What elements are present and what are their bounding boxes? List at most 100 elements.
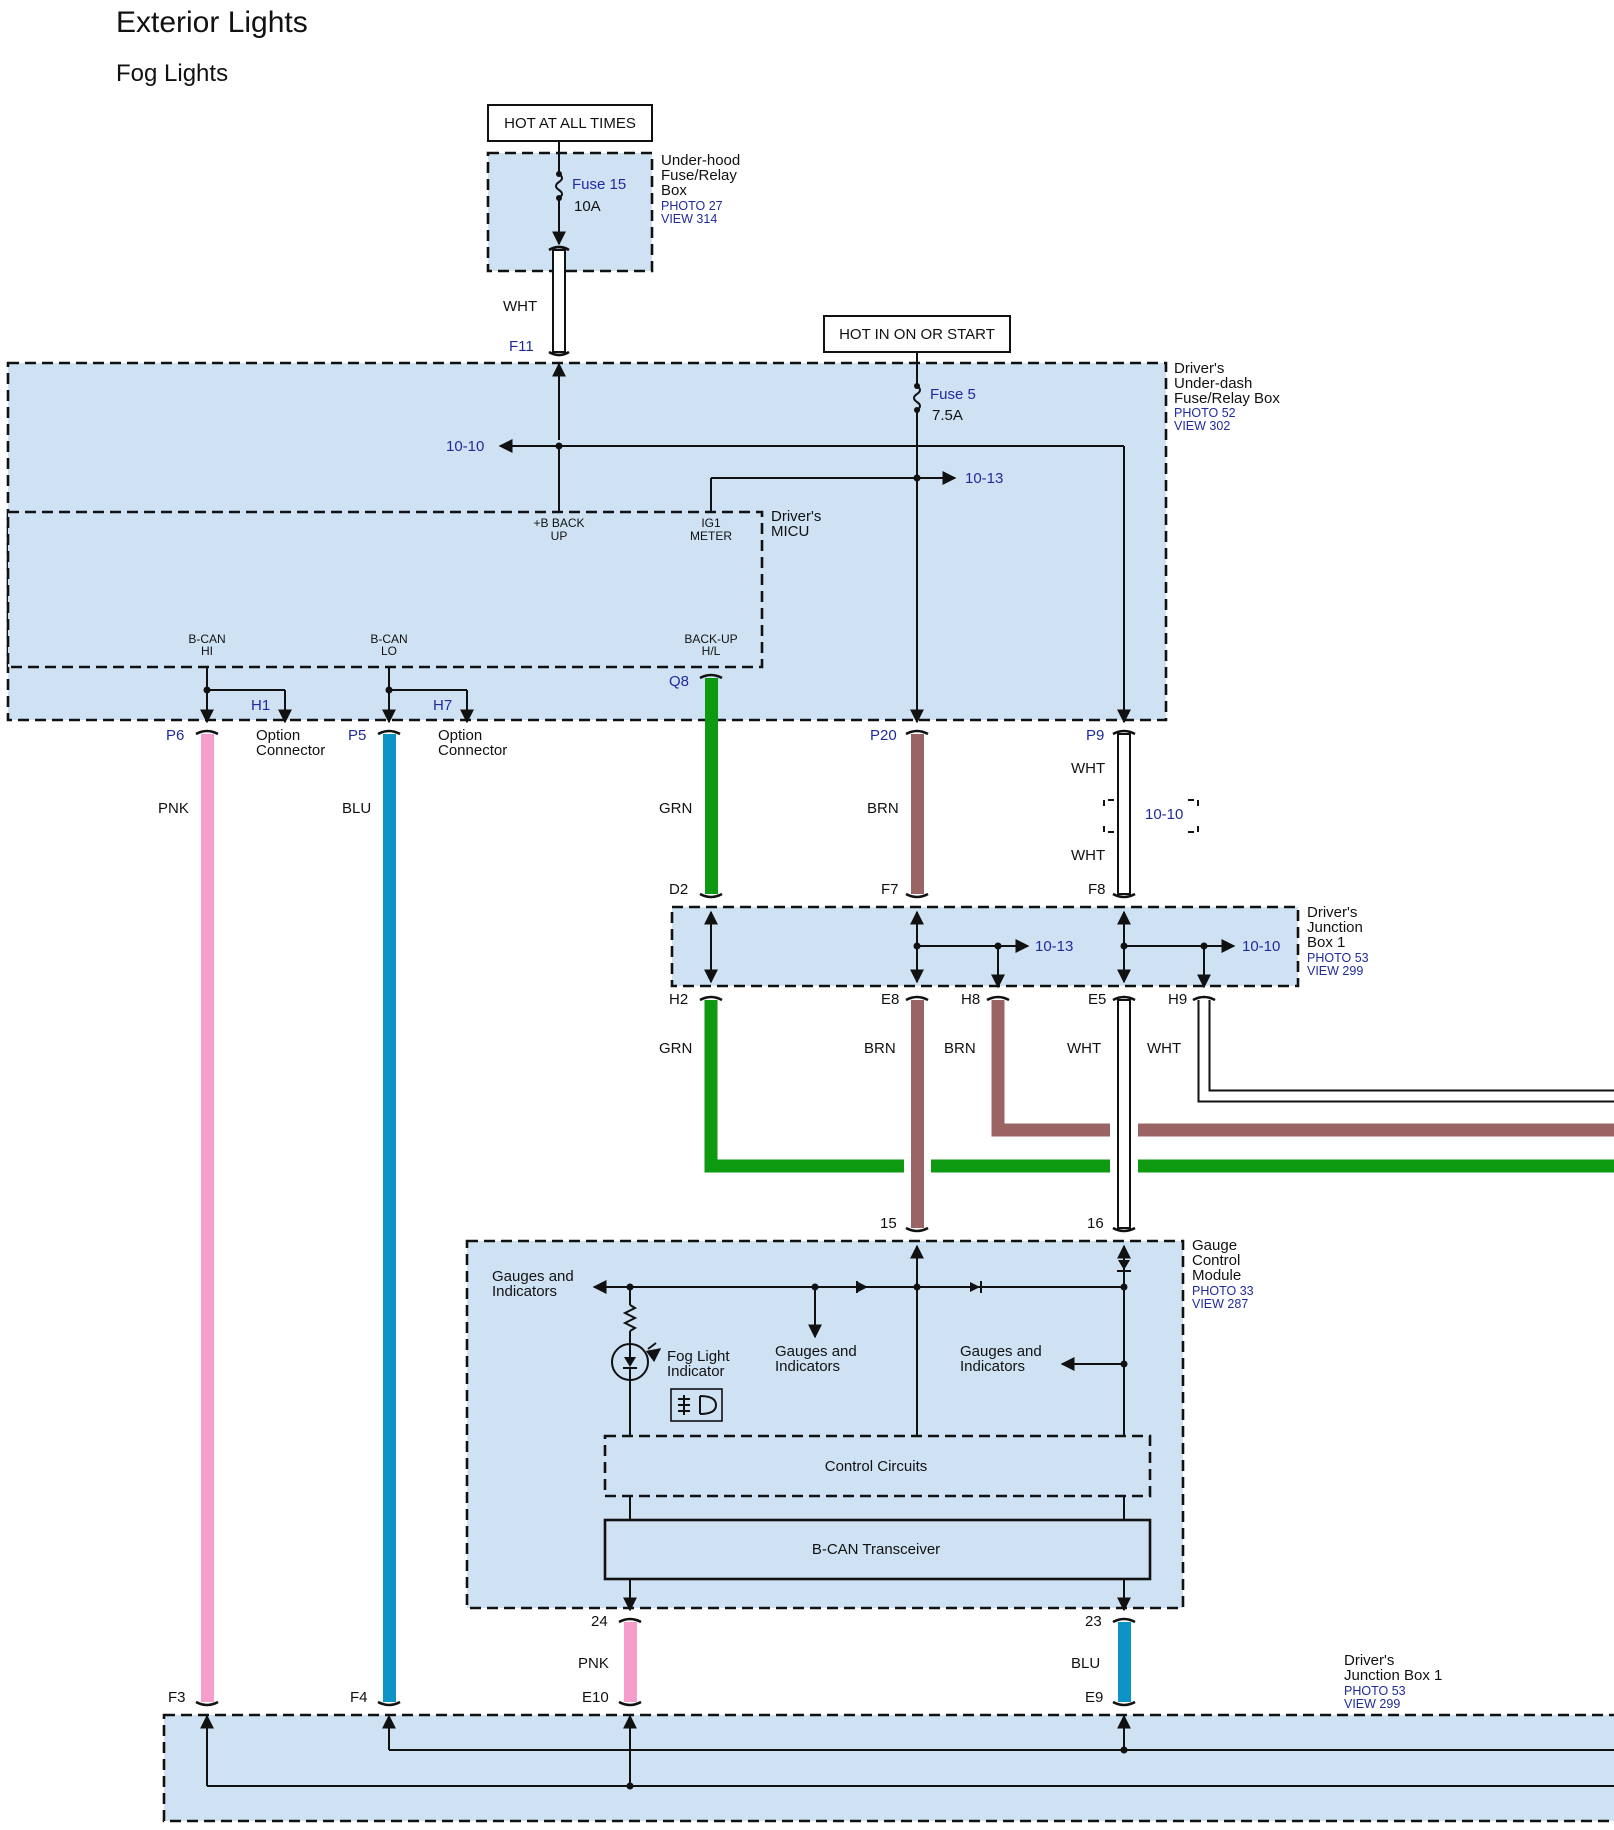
wire-grn-q8-d2	[705, 678, 718, 894]
micu-box	[6, 510, 764, 669]
fuse-15-label: Fuse 15	[572, 176, 626, 193]
control-circuits-label: Control Circuits	[825, 1458, 928, 1475]
underhood-name-2: Fuse/Relay	[661, 167, 737, 184]
wire-pnk-24-e10	[624, 1622, 637, 1702]
pin-e10: E10	[582, 1689, 609, 1706]
underhood-name-1: Under-hood	[661, 152, 740, 169]
jb1-ref-10-13: 10-13	[1035, 938, 1073, 955]
jb1-bottom-photo: PHOTO 53	[1344, 1684, 1406, 1698]
wire-color-grn-2: GRN	[659, 1040, 692, 1057]
fog-light-symbol-icon	[670, 1388, 723, 1422]
micu-ig1-1: IG1	[701, 516, 721, 530]
gauge-view: VIEW 287	[1192, 1297, 1248, 1311]
micu-name-1: Driver's	[771, 508, 821, 525]
pin-e8: E8	[881, 991, 899, 1008]
fuse-5-label: Fuse 5	[930, 386, 976, 403]
gauge-name-2: Control	[1192, 1252, 1240, 1269]
wire-wht-h9	[1199, 1000, 1614, 1101]
wire-wht-fuse15	[552, 249, 566, 353]
fuse-15-icon	[555, 173, 563, 199]
wire-color-wht-4: WHT	[1067, 1040, 1101, 1057]
gauge-photo: PHOTO 33	[1192, 1284, 1254, 1298]
bcan-transceiver-box	[603, 1518, 1152, 1581]
micu-bcanhi-2: HI	[201, 644, 213, 658]
ref-10-13-right: 10-13	[965, 470, 1003, 487]
micu-backup-1: BACK-UP	[684, 632, 737, 646]
option-connector-2-l2: Connector	[438, 742, 507, 759]
fog-indicator-label-2: Indicator	[667, 1363, 725, 1380]
control-circuits-box	[603, 1434, 1152, 1498]
hot-on-start-box	[823, 315, 1011, 353]
micu-backup-2: H/L	[702, 644, 721, 658]
pin-f3: F3	[168, 1689, 186, 1706]
wire-brn-h8	[991, 1000, 1614, 1137]
junction-box-1-bottom	[162, 1713, 1614, 1823]
underhood-photo: PHOTO 27	[661, 199, 723, 213]
wire-color-grn-1: GRN	[659, 800, 692, 817]
jb1-photo: PHOTO 53	[1307, 951, 1369, 965]
connector-caps	[195, 245, 1216, 1707]
jb1-name-3: Box 1	[1307, 934, 1345, 951]
gauges-indicators-right-2: Indicators	[960, 1358, 1025, 1375]
pin-d2: D2	[669, 881, 688, 898]
jb1-view: VIEW 299	[1307, 964, 1363, 978]
pin-q8: Q8	[669, 673, 689, 690]
underdash-name-1: Driver's	[1174, 360, 1224, 377]
underdash-view: VIEW 302	[1174, 419, 1230, 433]
micu-bcanlo-1: B-CAN	[370, 632, 407, 646]
pin-h1: H1	[251, 697, 270, 714]
fog-indicator-label-1: Fog Light	[667, 1348, 730, 1365]
splice-bracket	[1103, 799, 1199, 833]
pin-16: 16	[1087, 1215, 1104, 1232]
jb1-bottom-view: VIEW 299	[1344, 1697, 1400, 1711]
wire-color-blu-1: BLU	[342, 800, 371, 817]
jb1-bottom-name-1: Driver's	[1344, 1652, 1394, 1669]
ref-10-10-left: 10-10	[446, 438, 484, 455]
fuse-5-icon	[913, 385, 921, 411]
wire-wht-e5-16	[1117, 999, 1131, 1229]
wire-wht-p9-f8	[1117, 733, 1131, 895]
jb1-bottom-name-2: Junction Box 1	[1344, 1667, 1442, 1684]
pin-f11: F11	[509, 338, 534, 355]
pin-h8: H8	[961, 991, 980, 1008]
jb1-ref-10-10: 10-10	[1242, 938, 1280, 955]
underhood-view: VIEW 314	[661, 212, 717, 226]
pin-h7: H7	[433, 697, 452, 714]
pin-e9: E9	[1085, 1689, 1103, 1706]
pin-e5: E5	[1088, 991, 1106, 1008]
jb1-name-2: Junction	[1307, 919, 1363, 936]
wire-color-brn-1: BRN	[867, 800, 899, 817]
splice-ref: 10-10	[1145, 806, 1183, 823]
wire-color-wht-1: WHT	[503, 298, 537, 315]
underhood-name-3: Box	[661, 182, 687, 199]
pin-p6: P6	[166, 727, 184, 744]
wire-grn-h2	[704, 1000, 1614, 1173]
micu-bcanhi-1: B-CAN	[188, 632, 225, 646]
gauges-indicators-left-2: Indicators	[492, 1283, 557, 1300]
gauges-indicators-right-1: Gauges and	[960, 1343, 1042, 1360]
pin-15: 15	[880, 1215, 897, 1232]
wire-pnk-p6-f3	[201, 734, 214, 1702]
pin-f7: F7	[881, 881, 899, 898]
pin-23: 23	[1085, 1613, 1102, 1630]
pin-24: 24	[591, 1613, 608, 1630]
pin-h2: H2	[669, 991, 688, 1008]
underdash-name-3: Fuse/Relay Box	[1174, 390, 1280, 407]
micu-name-2: MICU	[771, 523, 809, 540]
wire-color-brn-2: BRN	[864, 1040, 896, 1057]
underdash-photo: PHOTO 52	[1174, 406, 1236, 420]
wire-blu-p5-f4	[383, 734, 396, 1702]
page-subtitle: Fog Lights	[116, 60, 229, 87]
gauges-indicators-mid-2: Indicators	[775, 1358, 840, 1375]
wire-color-wht-5: WHT	[1147, 1040, 1181, 1057]
wire-brn-p20-f7	[911, 734, 924, 894]
pin-f4: F4	[350, 1689, 368, 1706]
wire-color-blu-2: BLU	[1071, 1655, 1100, 1672]
wire-color-pnk-2: PNK	[578, 1655, 609, 1672]
option-connector-2-l1: Option	[438, 727, 482, 744]
micu-ig1-2: METER	[690, 529, 732, 543]
fuse-15-amps: 10A	[574, 198, 601, 215]
underhood-fuse-box	[486, 151, 654, 273]
wire-blu-23-e9	[1118, 1622, 1131, 1702]
wire-color-wht-2: WHT	[1071, 760, 1105, 777]
